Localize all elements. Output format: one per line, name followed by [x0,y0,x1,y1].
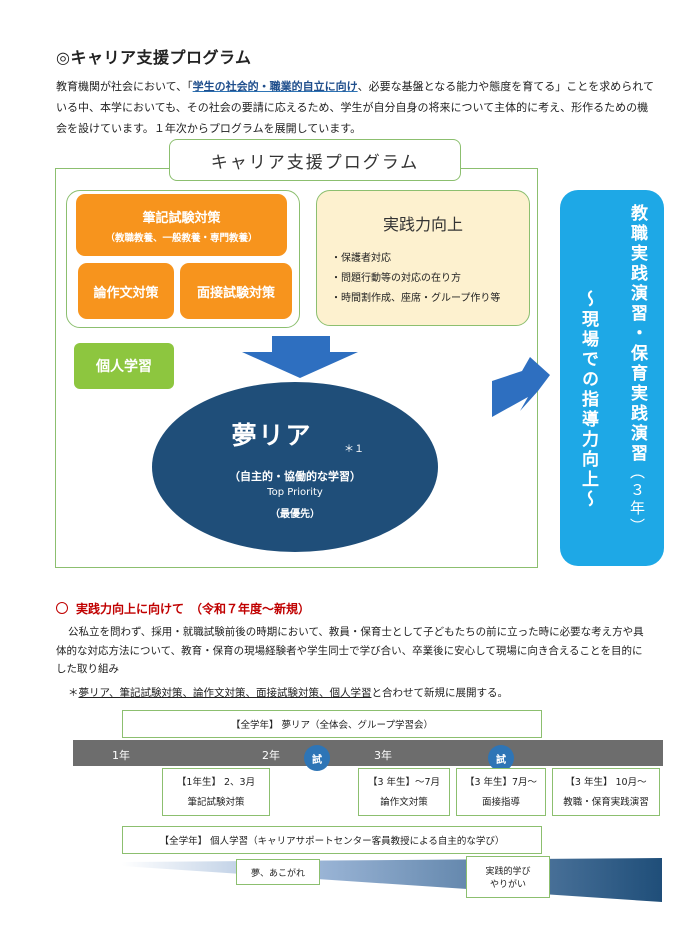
core-line-3: （最優先） [270,509,320,520]
section2-heading: 実践力向上に向けて （令和７年度～新規） [56,600,310,617]
schedule-card: 【1年生】 2、3月 筆記試験対策 [162,768,270,816]
all-year-yumeria-bar: 【全学年】 夢リア（全体会、グループ学習会） [122,710,542,738]
stage-dream-tag: 夢、あこがれ [236,859,320,885]
core-line-1: （自主的・協働的な学習） [229,470,361,483]
year-label: 2年 [262,749,280,762]
practicum-title: 教職実践演習・保育実践演習（３年） [625,204,650,536]
written-exam-box: 筆記試験対策 （教職教養、一般教養・専門教養） [76,194,287,256]
year-label: 3年 [374,749,392,762]
practice-title: 実践力向上 [382,215,463,234]
stage-practical-tag: 実践的学び やりがい [466,856,550,898]
self-study-box: 個人学習 [74,343,174,389]
left-arrow-shape [492,357,550,417]
practice-list: ・保護者対応 ・問題行動等の対応の在り方 ・時間割作成、座席・グループ作り等 [331,249,500,309]
practicum-title-text: 教職実践演習・保育実践演習 [627,204,647,464]
ramp-shape [122,858,662,902]
down-arrow-shape [242,336,358,378]
year-label: 1年 [112,749,130,762]
growth-ramp [122,858,662,902]
intro-paragraph: 教育機関が社会において、「学生の社会的・職業的自立に向け、必要な基盤となる能力や… [56,76,656,139]
card-line-1: 【3 年生】～7月 [367,777,441,788]
practice-item: ・問題行動等の対応の在り方 [331,273,461,284]
section2-heading-text: 実践力向上に向けて （令和７年度～新規） [76,602,311,616]
core-line-2: Top Priority [267,487,323,498]
exam-marker: 試 [304,745,330,771]
down-arrow-icon [242,336,358,378]
core-title: 夢リア [231,421,313,450]
essay-box: 論作文対策 [78,263,174,319]
written-exam-sub: （教職教養、一般教養・専門教養） [105,232,258,244]
schedule-card: 【3 年生】～7月 論作文対策 [358,768,450,816]
card-line-2: 教職・保育実践演習 [563,797,649,808]
practicum-year: （３年） [628,464,646,536]
section2-body: 公私立を問わず、採用・就職試験前後の時期において、教員・保育士として子どもたちの… [56,626,644,675]
intro-post: 、必要な基盤となる能力や態度を育てる」ことを求められている中、本学においても、そ… [56,80,654,135]
bullet-rest: と合わせて新規に展開する。 [371,687,508,699]
circle-icon [56,602,68,614]
core-ellipse: 夢リア ＊１ （自主的・協働的な学習） Top Priority （最優先） [152,382,438,552]
all-year-self-study-bar: 【全学年】 個人学習（キャリアサポートセンター客員教授による自主的な学び） [122,826,542,854]
card-line-2: 筆記試験対策 [187,797,245,808]
section2-bullet: ＊夢リア、筆記試験対策、論作文対策、面接試験対策、個人学習と合わせて新規に展開す… [68,685,508,700]
practicum-box: 教職実践演習・保育実践演習（３年） ～現場での指導力向上～ [560,190,664,566]
practicum-subtitle: ～現場での指導力向上～ [578,290,598,510]
left-arrow-icon [492,357,550,417]
exam-marker: 試 [488,745,514,771]
card-line-1: 【3 年生】7月～ [464,777,538,788]
intro-highlight: 学生の社会的・職業的自立に向け [192,80,358,93]
schedule-card: 【3 年生】 10月～ 教職・保育実践演習 [552,768,660,816]
page-title: ◎キャリア支援プログラム [56,48,252,67]
stage-practical-line-1: 実践的学び [485,867,531,877]
card-line-1: 【3 年生】 10月～ [565,777,647,788]
program-title: キャリア支援プログラム [169,139,461,181]
card-line-2: 面接指導 [481,797,520,808]
core-note: ＊１ [344,444,364,455]
card-line-2: 論作文対策 [380,797,428,808]
bullet-mark: ＊ [68,687,79,699]
written-exam-label: 筆記試験対策 [142,210,221,226]
practice-item: ・保護者対応 [331,253,391,264]
bullet-underlined: 夢リア、筆記試験対策、論作文対策、面接試験対策、個人学習 [78,687,372,699]
timeline-bar [73,740,663,766]
card-line-1: 【1年生】 2、3月 [176,777,256,788]
practice-box: 実践力向上 ・保護者対応 ・問題行動等の対応の在り方 ・時間割作成、座席・グルー… [316,190,530,326]
stage-practical-line-2: やりがい [489,880,526,890]
practice-item: ・時間割作成、座席・グループ作り等 [331,293,501,304]
schedule-card: 【3 年生】7月～ 面接指導 [456,768,546,816]
interview-box: 面接試験対策 [180,263,292,319]
intro-pre: 教育機関が社会において、「 [56,80,193,93]
